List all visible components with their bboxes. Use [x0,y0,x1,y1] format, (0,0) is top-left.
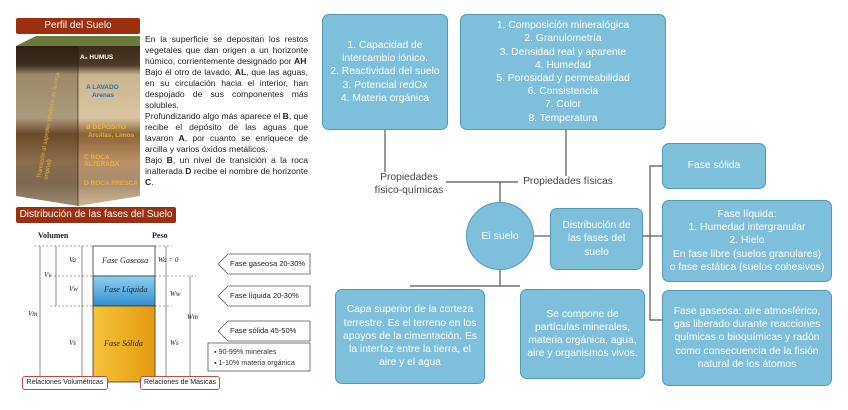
label-a-lavado: A LAVADO [86,84,119,91]
profile-description: En la superficie se depositan los restos… [145,34,308,188]
label-a-arenas: Arenas [92,92,115,99]
list-item: 7. Color [544,99,582,111]
profile-paragraph-3: Profundizando algo más aparece el B, que… [145,111,308,154]
gas-phase-node: Fase gaseosa: aire atmosférico, gas libe… [662,290,832,386]
label-d-roca-fresca: D ROCA FRESCA [84,180,138,187]
soil-center-node: El suelo [466,202,534,270]
symbol-va: Va [69,256,76,264]
symbol-wa: Wa = 0 [158,256,179,264]
label-b-deposito: B DEPÓSITO [86,124,126,131]
volume-column-title: Volumen [38,231,69,240]
solid-percentage-arrow: Fase sólida 45-50% [230,326,297,335]
profile-paragraph-2: Bajo él otro de lavado, AL, que las agua… [145,67,308,110]
list-item: 6. Consistencia [527,86,599,98]
list-item: ▪ 90-99% minerales [214,347,277,356]
weight-column-title: Peso [152,231,168,240]
profile-paragraph-4: Bajo B, un nivel de transición a la roca… [145,155,309,187]
label-a0-humus: A₀ HUMUS [80,54,114,61]
list-item: 2. Granulometría [524,33,602,45]
list-item: ▪ 1-10% materia orgánica [214,358,295,367]
solid-phase-label: Fase Sólida [104,339,143,348]
list-item: Fase líquida: [717,208,777,220]
list-item: 2. Hielo [729,235,765,247]
physicochemical-properties-node: 1. Capacidad de intercambio iónico. 2. R… [322,14,448,130]
label-c-roca-alterada: C ROCA ALTERADA [84,154,120,168]
liquid-percentage-arrow: Fase líquida 20-30% [230,291,299,300]
physical-connector-label: Propiedades físicas [518,176,618,189]
gas-percentage-arrow: Fase gaseosa 20-30% [230,259,306,268]
symbol-ws: Ws [170,339,179,347]
list-item: En fase libre (suelos granulares) [672,248,822,260]
list-item: 2. Reactividad del suelo [330,66,440,78]
physical-properties-node: 1. Composición mineralógica 2. Granulome… [460,14,666,130]
symbol-wm: Wm [187,313,198,321]
symbol-vv: Vv [44,271,52,279]
list-item: 5. Porosidad y permeabilidad [496,73,630,84]
list-item: 1. Composición mineralógica [496,20,630,32]
soil-definition-node: Capa superior de la corteza terrestre. E… [335,289,485,384]
volumetric-relations-button[interactable]: Relaciones Volumétricas [22,376,108,390]
list-item: 3. Potencial redOx [342,79,428,91]
liquid-phase-label: Fase Líquida [104,285,148,294]
list-item: 4. Humedad [534,59,592,71]
list-item: 1. Humedad intergranular [688,222,806,234]
soil-profile-cube: A₀ HUMUS A LAVADO Arenas B DEPÓSITO Arci… [16,36,140,206]
profile-header: Perfil del Suelo [16,18,140,34]
solid-composition-list: ▪ 90-99% minerales ▪ 1-10% materia orgán… [214,346,295,368]
phases-header: Distribución de las fases del Suelo [16,207,176,223]
soil-composition-node: Se compone de partículas minerales, mate… [520,289,645,379]
label-b-arcillas: Arcillas, Limos [88,132,135,139]
list-item: o fase estática (suelos cohesivos) [669,261,825,273]
symbol-vs: Vs [69,339,76,347]
list-item: 4. Materia orgánica [340,92,430,104]
phase-distribution-node: Distribución de las fases del suelo [550,208,643,270]
profile-paragraph-1: En la superficie se depositan los restos… [145,34,308,66]
symbol-vw: Vw [69,285,78,293]
liquid-phase-node: Fase líquida: 1. Humedad intergranular 2… [662,200,832,282]
list-item: 8. Temperatura [528,112,598,124]
gas-phase-label: Fase Gaseosa [102,256,149,265]
solid-phase-node: Fase sólida [662,143,766,189]
mass-relations-button[interactable]: Relaciones de Másicas [140,376,220,390]
list-item: 3. Densidad real y aparente [499,46,627,58]
list-item: 1. Capacidad de intercambio iónico. [342,39,428,65]
physicochemical-connector-label: Propiedades físico-químicas [372,172,446,197]
symbol-ww: Ww [170,290,181,298]
symbol-vm: Vm [28,310,38,318]
